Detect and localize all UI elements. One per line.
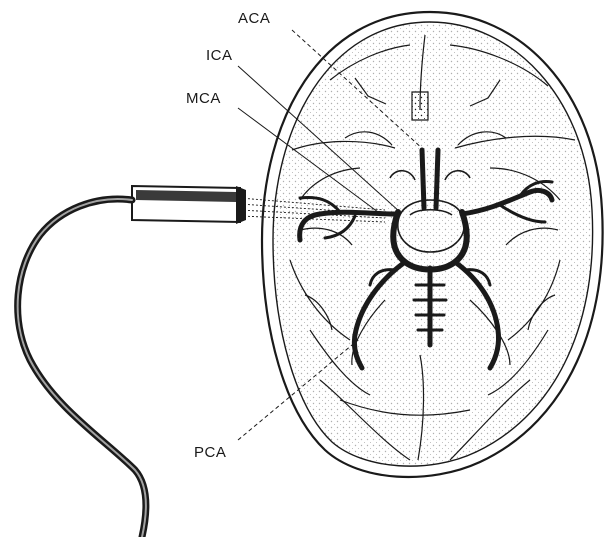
- label-aca: ACA: [238, 10, 270, 27]
- skull-outline: [262, 12, 603, 477]
- label-mca: MCA: [186, 90, 221, 107]
- probe-cable: [18, 199, 146, 537]
- label-ica: ICA: [206, 47, 233, 64]
- doppler-probe: [132, 186, 246, 224]
- label-pca: PCA: [194, 444, 226, 461]
